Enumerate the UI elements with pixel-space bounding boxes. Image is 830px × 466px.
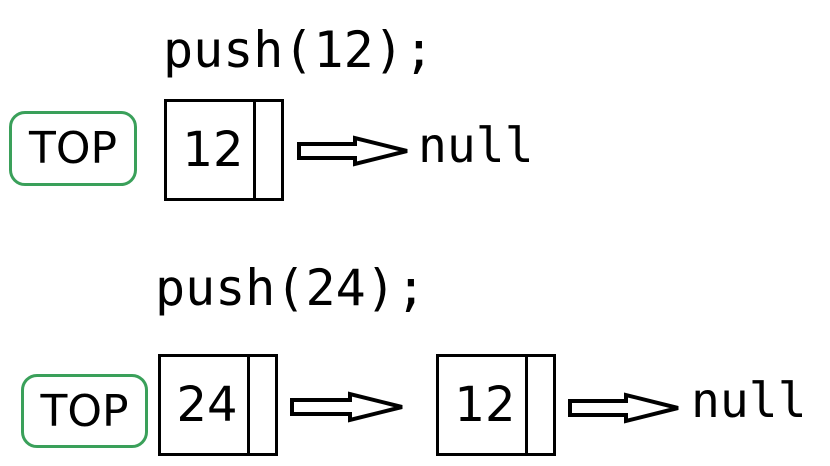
stack-node: 12: [436, 354, 556, 456]
code-push-12: push(12);: [163, 21, 434, 79]
arrow-icon: [290, 391, 403, 423]
top-pointer-label: TOP: [9, 111, 137, 186]
code-push-24: push(24);: [155, 259, 426, 317]
top-pointer-label: TOP: [21, 374, 148, 448]
node-value: 24: [176, 377, 238, 433]
null-terminal: null: [418, 118, 534, 174]
node-next-pointer: [247, 357, 275, 453]
arrow-icon: [568, 392, 679, 424]
null-terminal: null: [691, 373, 807, 429]
stack-node: 12: [164, 99, 284, 201]
node-value: 12: [454, 377, 516, 433]
arrow-icon: [297, 135, 408, 167]
node-next-pointer: [253, 102, 281, 198]
node-value: 12: [182, 122, 244, 178]
node-next-pointer: [525, 357, 553, 453]
stack-node: 24: [158, 354, 278, 456]
